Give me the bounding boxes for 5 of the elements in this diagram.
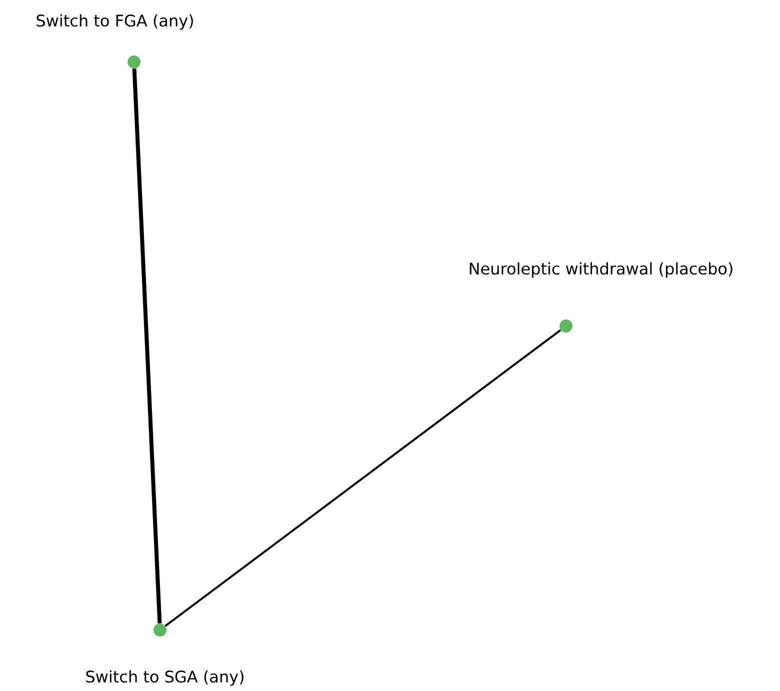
network-edge bbox=[132, 68, 162, 624]
network-edge bbox=[164, 329, 562, 627]
node-label: Neuroleptic withdrawal (placebo) bbox=[470, 262, 732, 278]
node-label: Switch to SGA (any) bbox=[86, 670, 244, 686]
node-label: Switch to FGA (any) bbox=[36, 14, 193, 30]
